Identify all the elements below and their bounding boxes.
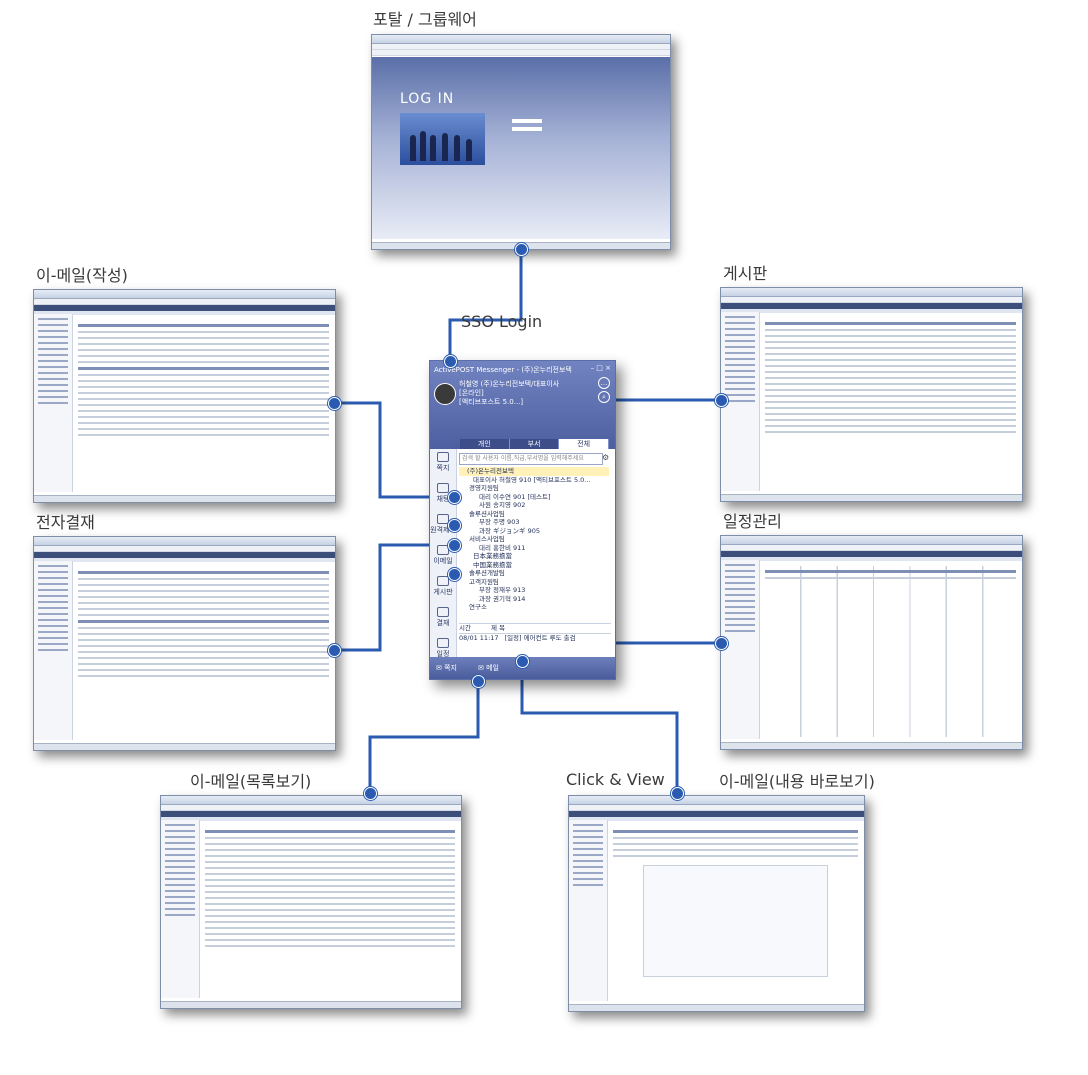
rail-note[interactable]: 쪽지 bbox=[430, 452, 456, 480]
footer-note-button[interactable]: ✉ 쪽지 bbox=[436, 664, 457, 672]
board-icon bbox=[437, 576, 449, 586]
tree-node[interactable]: 과장 ギジョンギ 905 bbox=[479, 526, 540, 535]
tree-node[interactable]: 대리 홍한비 911 bbox=[479, 543, 526, 552]
rail-email[interactable]: 이메일 bbox=[430, 545, 456, 573]
email-preview-screenshot bbox=[568, 795, 865, 1012]
messenger-window: ActivePOST Messenger - (주)온누리전보텍 – □ × 허… bbox=[429, 360, 616, 680]
connector-dot bbox=[715, 637, 728, 650]
tree-node[interactable]: 경영지원팀 bbox=[469, 484, 499, 492]
connector-dot bbox=[448, 519, 461, 532]
note-icon bbox=[437, 452, 449, 462]
window-controls[interactable]: – □ × bbox=[590, 364, 611, 372]
user-search-input[interactable]: 검색 할 사용자 이름,직급,부서명을 입력해주세요 bbox=[459, 453, 603, 465]
label-click-view: Click & View bbox=[566, 770, 665, 789]
tree-node[interactable]: 부장 정재우 913 bbox=[479, 586, 526, 594]
connector-dot bbox=[516, 655, 529, 668]
login-title: LOG IN bbox=[400, 91, 455, 107]
login-banner-image bbox=[400, 113, 485, 165]
label-sso-login: SSO Login bbox=[461, 312, 543, 331]
tree-node[interactable]: 사원 송지영 902 bbox=[479, 501, 526, 509]
search-icon[interactable]: ⌕ bbox=[598, 391, 610, 403]
wire-email-list bbox=[368, 681, 480, 793]
monitor-icon bbox=[437, 514, 449, 524]
tree-node[interactable]: 日本業務擔當 bbox=[473, 552, 512, 560]
portal-screenshot: LOG IN bbox=[371, 34, 671, 250]
connector-dot bbox=[472, 675, 485, 688]
more-icon[interactable]: … bbox=[598, 377, 610, 389]
connector-dot bbox=[515, 243, 528, 256]
user-status: [온라인] bbox=[459, 389, 484, 397]
tab-personal[interactable]: 개인 bbox=[460, 439, 510, 449]
tree-node[interactable]: 서비스사업팀 bbox=[469, 535, 505, 543]
tree-node[interactable]: 中国業務擔當 bbox=[473, 560, 512, 569]
wire-email-compose bbox=[334, 401, 434, 499]
rail-remote[interactable]: 원격제어 bbox=[430, 514, 456, 542]
rail-board[interactable]: 게시판 bbox=[430, 576, 456, 604]
connector-dot bbox=[364, 787, 377, 800]
wire-approval bbox=[334, 543, 434, 652]
col-subject: 제 목 bbox=[490, 624, 505, 632]
rail-approval[interactable]: 결재 bbox=[430, 607, 456, 635]
connector-dot bbox=[448, 568, 461, 581]
col-time: 시간 bbox=[459, 624, 471, 632]
wire-email-preview bbox=[520, 661, 679, 793]
connector-dot bbox=[328, 397, 341, 410]
notification-list: 시간 제 목 08/01 11:17 [일정] 에어컨트 루도 출검 bbox=[459, 623, 611, 643]
calendar-icon bbox=[437, 638, 449, 648]
connector-dot bbox=[715, 394, 728, 407]
tree-node[interactable]: 고객지원팀 bbox=[469, 577, 499, 586]
tree-node[interactable]: 솔루션사업팀 bbox=[469, 509, 505, 518]
connector-dot bbox=[671, 787, 684, 800]
board-screenshot bbox=[720, 287, 1023, 502]
footer-mail-button[interactable]: ✉ 메일 bbox=[478, 664, 499, 672]
email-compose-screenshot bbox=[33, 289, 336, 503]
tab-all[interactable]: 전체 bbox=[559, 439, 610, 449]
label-approval: 전자결재 bbox=[36, 513, 95, 532]
tree-node[interactable]: (주)온누리전보텍 bbox=[459, 467, 609, 476]
label-email-preview: 이-메일(내용 바로보기) bbox=[719, 772, 875, 791]
avatar[interactable] bbox=[434, 383, 456, 405]
rail-chat[interactable]: 채팅 bbox=[430, 483, 456, 511]
chat-icon bbox=[437, 483, 449, 493]
connector-dot bbox=[448, 491, 461, 504]
rail-schedule[interactable]: 일정 bbox=[430, 638, 456, 666]
mail-icon bbox=[437, 545, 449, 555]
tree-node[interactable]: 과장 권기혁 914 bbox=[479, 594, 526, 603]
org-tree: (주)온누리전보텍 대표이사 허철영 910 [액티브포스트 5.0... 경영… bbox=[459, 467, 609, 612]
schedule-screenshot bbox=[720, 535, 1023, 750]
approval-screenshot bbox=[33, 536, 336, 751]
list-item[interactable]: 08/01 11:17 [일정] 에어컨트 루도 출검 bbox=[459, 634, 576, 642]
label-email-compose: 이-메일(작성) bbox=[36, 266, 128, 285]
user-mood: [액티브포스트 5.0...] bbox=[459, 398, 524, 406]
wire-portal bbox=[448, 250, 523, 362]
tree-node[interactable]: 솔루션개발팀 bbox=[469, 569, 505, 577]
messenger-title: ActivePOST Messenger - (주)온누리전보텍 bbox=[434, 366, 572, 374]
tree-node[interactable]: 부장 주명 903 bbox=[479, 518, 520, 526]
tab-department[interactable]: 부서 bbox=[509, 439, 560, 449]
label-schedule: 일정관리 bbox=[723, 512, 782, 531]
tree-node[interactable]: 대표이사 허철영 910 [액티브포스트 5.0... bbox=[473, 475, 591, 484]
email-list-screenshot bbox=[160, 795, 462, 1009]
tree-node[interactable]: 대리 이수연 901 [테스트] bbox=[479, 492, 551, 501]
label-email-list: 이-메일(목록보기) bbox=[190, 772, 312, 791]
connector-dot bbox=[328, 644, 341, 657]
approval-icon bbox=[437, 607, 449, 617]
label-board: 게시판 bbox=[723, 264, 768, 283]
connector-dot bbox=[448, 539, 461, 552]
user-name: 허철영 (주)온누리전보텍/대표이사 bbox=[459, 380, 560, 388]
settings-icon[interactable]: ⚙ bbox=[602, 453, 610, 462]
label-portal: 포탈 / 그룹웨어 bbox=[373, 10, 477, 29]
connector-dot bbox=[444, 355, 457, 368]
tree-node[interactable]: 연구소 bbox=[469, 603, 487, 611]
